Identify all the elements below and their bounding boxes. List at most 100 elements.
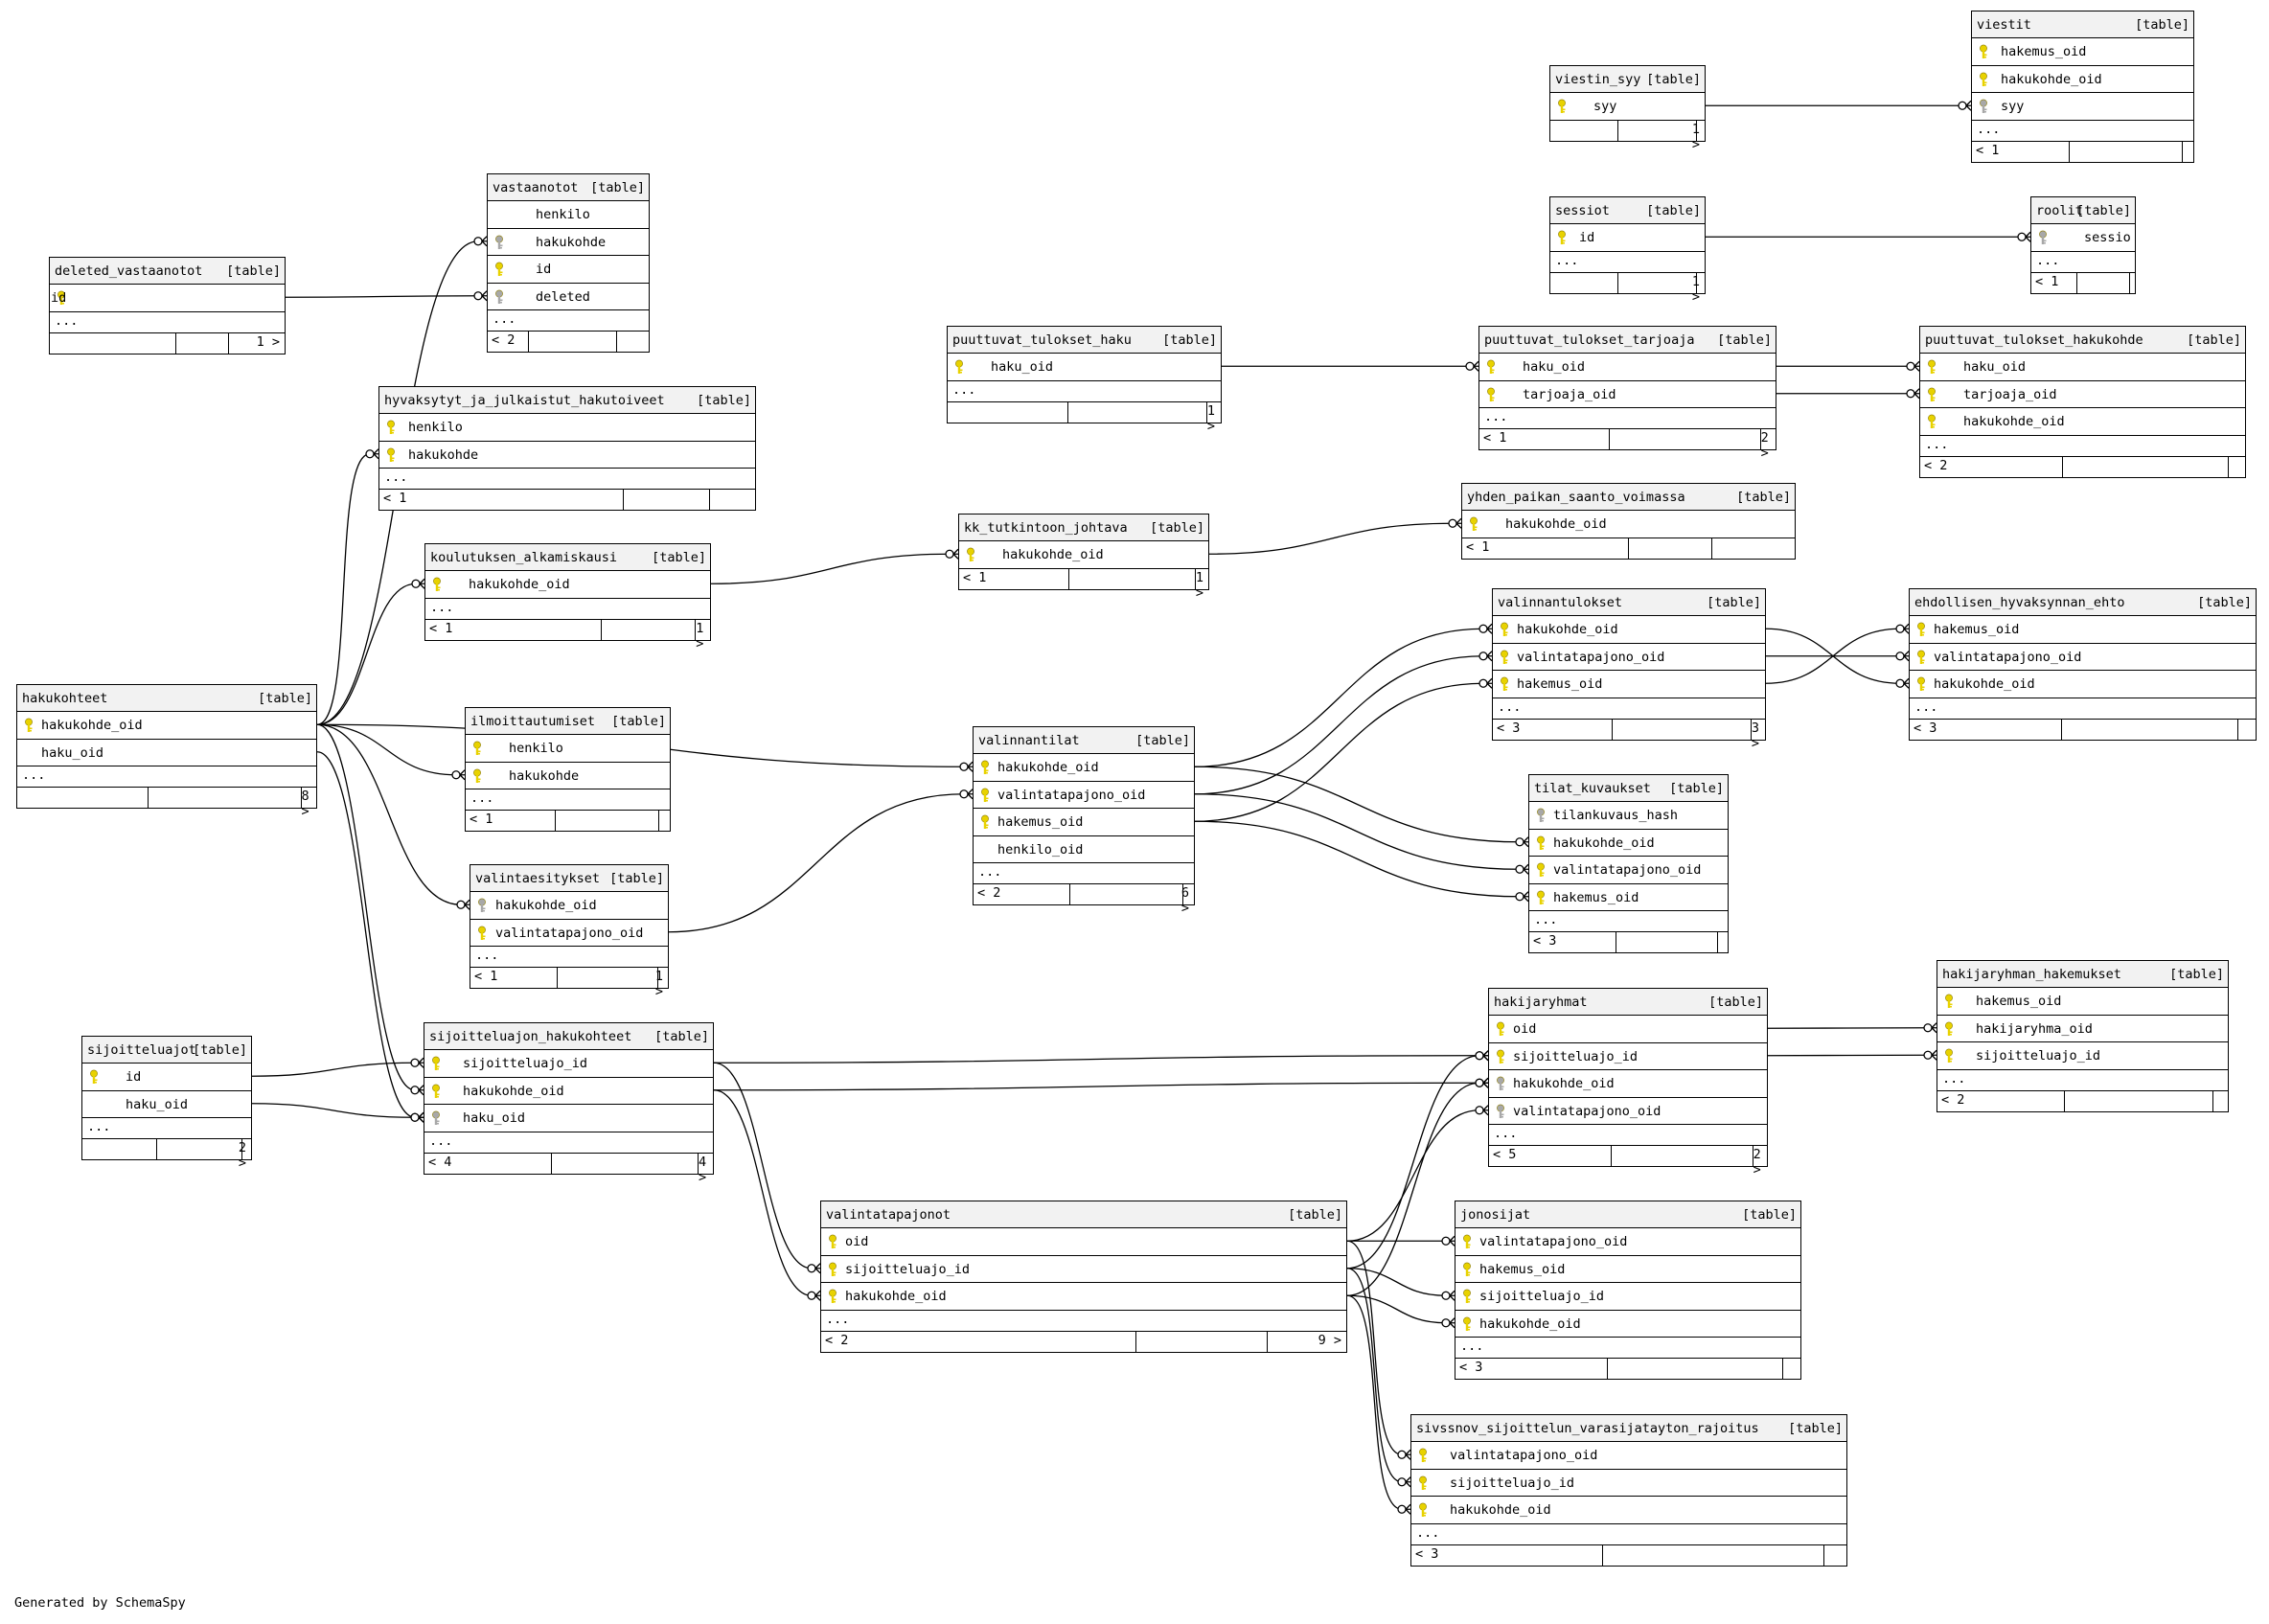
table-type-label: [table] (1646, 72, 1701, 87)
parents-count-cell: < 3 (1529, 932, 1617, 952)
table-column-row: tilankuvaus_hash (1529, 802, 1728, 830)
optional-circle-marker (959, 762, 969, 771)
primary-key-icon (1943, 1048, 1955, 1064)
primary-key-icon (1556, 99, 1568, 114)
table-sij-hakukohteet: sijoitteluajon_hakukohteet[table]sijoitt… (424, 1022, 714, 1185)
table-name: sijoitteluajon_hakukohteet (429, 1029, 632, 1044)
column-name: valintatapajono_oid (1553, 862, 1702, 878)
parents-count: < 1 (963, 569, 987, 585)
table-column-row: henkilo (466, 735, 670, 763)
footer-middle-cell (1608, 1359, 1784, 1379)
table-column-row: hakukohde_oid (1462, 511, 1795, 538)
primary-key-icon (1495, 1021, 1506, 1037)
column-name: hakijaryhma_oid (1976, 1020, 2093, 1037)
parents-count-cell: < 2 (488, 332, 529, 352)
more-ellipsis: ... (22, 767, 46, 783)
primary-key-icon (430, 1084, 442, 1099)
table-header: hakijaryhmat [table] (1489, 989, 1767, 1016)
children-count: 2 > (1760, 430, 1769, 461)
table-column-row: hakukohde_oid (424, 1078, 713, 1105)
parents-count-cell: < 1 (470, 968, 558, 988)
column-name: hakemus_oid (1517, 676, 1603, 692)
table-column-row: sessio (2031, 224, 2135, 252)
column-name: hakukohde_oid (1553, 835, 1655, 851)
relationship-line (1346, 1240, 1403, 1455)
more-ellipsis: ... (2036, 252, 2060, 268)
table-column-row: hakemus_oid (1972, 38, 2193, 66)
relationship-line (1208, 522, 1454, 555)
table-type-label: [table] (1150, 520, 1204, 536)
table-footer: < 5 2 > (1489, 1146, 1767, 1178)
parents-count: < 2 (1941, 1091, 1965, 1108)
primary-key-icon (1978, 72, 1989, 87)
table-name: hakijaryhmat (1494, 995, 1588, 1010)
parents-count-cell: < 1 (1479, 429, 1611, 449)
optional-circle-marker (1448, 518, 1457, 528)
table-column-row: sijoitteluajo_id (1937, 1042, 2228, 1070)
table-type-label: [table] (697, 393, 751, 408)
column-name: sijoitteluajo_id (1976, 1048, 2101, 1064)
optional-circle-marker (451, 770, 461, 780)
table-column-row: hakukohde_oid (17, 712, 316, 740)
table-column-row: henkilo (488, 201, 649, 229)
parents-count: < 1 (1466, 538, 1490, 555)
foreign-key-icon (1978, 99, 1989, 114)
table-type-label: [table] (1742, 1207, 1797, 1223)
optional-circle-marker (1515, 892, 1524, 902)
children-count-cell: 2 > (1761, 429, 1776, 461)
table-name: jonosijat (1460, 1207, 1531, 1223)
table-column-row: syy (1972, 93, 2193, 121)
table-type-label: [table] (2135, 17, 2189, 33)
parents-count: < 1 (383, 491, 407, 506)
table-header: kk_tutkintoon_johtava[table] (959, 515, 1208, 541)
more-ellipsis: ... (1484, 409, 1508, 424)
optional-circle-marker (1441, 1318, 1451, 1328)
table-footer: < 1 (466, 811, 670, 831)
more-columns-row: ... (1972, 121, 2193, 142)
table-header: ilmoittautumiset[table] (466, 708, 670, 735)
optional-circle-marker (959, 789, 969, 799)
table-name: viestit (1977, 17, 2031, 33)
children-count: 2 > (1753, 1147, 1761, 1178)
primary-key-icon (1499, 676, 1510, 692)
table-header: deleted_vastaanotot[table] (50, 258, 285, 285)
optional-circle-marker (1478, 678, 1488, 688)
parents-count-cell: < 4 (424, 1153, 552, 1174)
column-name: sijoitteluajo_id (845, 1261, 971, 1277)
relationship-line (285, 295, 479, 298)
children-count: 8 > (301, 789, 309, 819)
more-columns-row: ... (1937, 1070, 2228, 1091)
optional-circle-marker (1475, 1106, 1484, 1115)
relationship-line (713, 1082, 1480, 1091)
children-count: 1 > (1691, 273, 1700, 305)
column-name: tilankuvaus_hash (1553, 808, 1679, 823)
table-header: sijoitteluajon_hakukohteet[table] (424, 1023, 713, 1050)
parents-count: < 5 (1493, 1147, 1517, 1162)
column-name: haku_oid (126, 1096, 189, 1112)
table-name: ilmoittautumiset (470, 714, 596, 729)
optional-circle-marker (1958, 101, 1967, 110)
table-name: puuttuvat_tulokset_haku (952, 332, 1132, 348)
table-kk-tutkintoon: kk_tutkintoon_johtava[table]hakukohde_oi… (958, 514, 1209, 601)
parents-count-cell: < 1 (425, 619, 602, 640)
optional-circle-marker (473, 237, 483, 246)
table-header: puuttuvat_tulokset_hakukohde[table] (1920, 327, 2245, 354)
table-name: roolit (2036, 203, 2083, 218)
children-count-cell: 2 > (239, 1139, 251, 1171)
table-type-label: [table] (1708, 995, 1763, 1010)
parents-count-cell (50, 332, 177, 354)
table-name: sijoitteluajot (87, 1042, 196, 1058)
optional-circle-marker (1397, 1450, 1407, 1459)
footer-middle-cell (2070, 141, 2183, 162)
more-columns-row: ... (1529, 911, 1728, 932)
children-count-cell: 1 > (229, 333, 285, 354)
children-count-cell: 2 > (1753, 1146, 1767, 1178)
more-ellipsis: ... (1460, 1338, 1484, 1354)
footer-middle-cell (1610, 429, 1761, 449)
